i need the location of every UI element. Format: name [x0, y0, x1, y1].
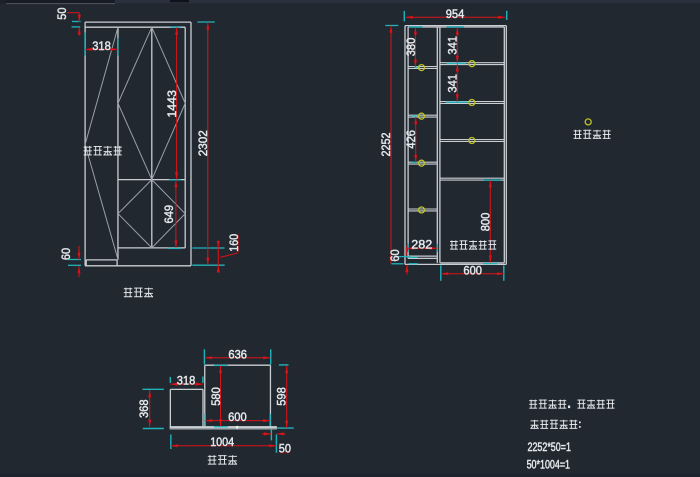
svg-text:2252*50=1: 2252*50=1 — [528, 440, 571, 454]
svg-text:341: 341 — [446, 36, 460, 55]
svg-text:600: 600 — [228, 410, 247, 424]
svg-text:380: 380 — [404, 38, 418, 57]
svg-text:580: 580 — [209, 387, 223, 406]
svg-text:1004: 1004 — [210, 435, 234, 449]
svg-text:318: 318 — [92, 39, 111, 53]
svg-text:636: 636 — [228, 347, 247, 361]
svg-text:60: 60 — [59, 248, 73, 260]
svg-text:2252: 2252 — [379, 132, 393, 156]
svg-text:954: 954 — [446, 7, 465, 21]
svg-text:1443: 1443 — [165, 90, 179, 118]
svg-text:318: 318 — [177, 374, 196, 388]
svg-text:341: 341 — [446, 74, 460, 93]
svg-text:598: 598 — [275, 387, 289, 406]
svg-text:2302: 2302 — [196, 130, 210, 156]
svg-text:60: 60 — [388, 249, 402, 261]
svg-text:50: 50 — [279, 441, 291, 455]
svg-text:160: 160 — [227, 234, 241, 252]
svg-text:426: 426 — [404, 130, 418, 149]
svg-text:368: 368 — [137, 399, 151, 418]
svg-text:600: 600 — [463, 263, 482, 277]
svg-text:282: 282 — [411, 238, 432, 252]
svg-text:800: 800 — [479, 213, 493, 232]
svg-text:50: 50 — [55, 7, 69, 19]
svg-text:50*1004=1: 50*1004=1 — [527, 458, 570, 472]
svg-text:649: 649 — [162, 205, 176, 224]
